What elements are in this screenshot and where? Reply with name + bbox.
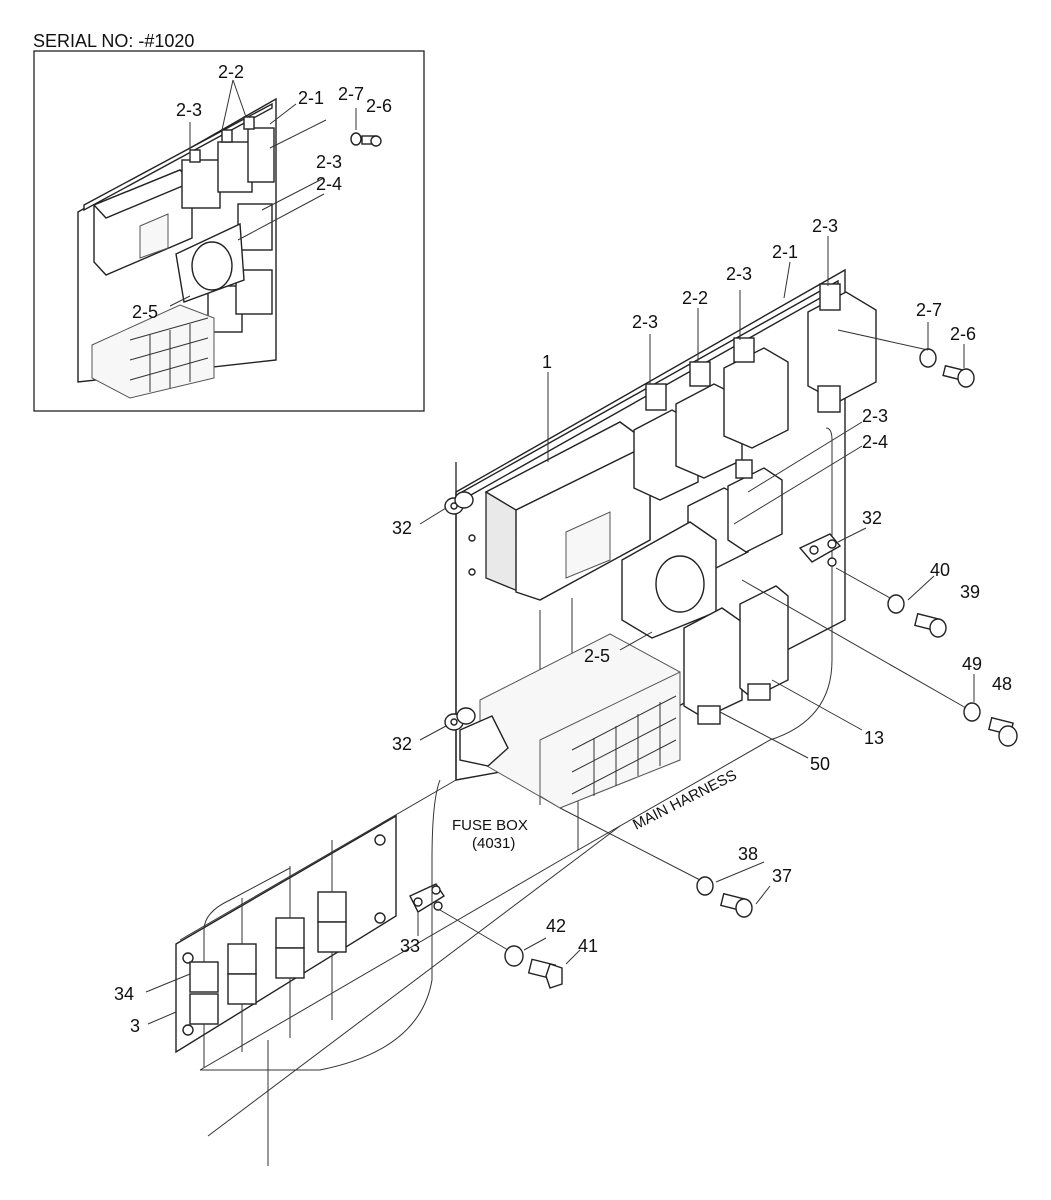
inset-callout-2-2: 2-2	[218, 62, 244, 82]
washer-2-7	[919, 348, 937, 368]
callout-32-right: 32	[862, 508, 882, 528]
fuse-box-label: FUSE BOX	[452, 817, 528, 834]
relay-c	[723, 347, 789, 449]
inset-callout-2-3-second: 2-3	[316, 152, 342, 172]
washer-49	[963, 702, 981, 722]
callout-2-3-c: 2-3	[632, 312, 658, 332]
screw-2-6	[942, 364, 975, 388]
serial-number-label: SERIAL NO: -#1020	[33, 31, 194, 51]
inset-callout-2-5: 2-5	[132, 302, 158, 322]
inset-callout-2-3: 2-3	[176, 100, 202, 120]
callout-2-6: 2-6	[950, 324, 976, 344]
screw-48	[987, 716, 1018, 747]
bracket-32-right	[798, 533, 842, 567]
inset-callout-2-1: 2-1	[298, 88, 324, 108]
callout-32-top: 32	[392, 518, 412, 538]
relay-g	[683, 607, 743, 719]
callout-2-3-b: 2-3	[726, 264, 752, 284]
callout-2-3-top: 2-3	[812, 216, 838, 236]
callout-2-1: 2-1	[772, 242, 798, 262]
callout-49: 49	[962, 654, 982, 674]
bolt-41	[527, 958, 563, 989]
inset-assembly	[77, 79, 382, 399]
callout-41: 41	[578, 936, 598, 956]
small-relays	[189, 891, 347, 1025]
main-assembly	[145, 236, 1018, 1166]
inset-callout-2-7: 2-7	[338, 84, 364, 104]
callout-38: 38	[738, 844, 758, 864]
inset-callout-2-4: 2-4	[316, 174, 342, 194]
fuse-box-code: (4031)	[472, 835, 515, 852]
callout-33: 33	[400, 936, 420, 956]
washer-40	[887, 594, 905, 614]
callout-32-bottom: 32	[392, 734, 412, 754]
callout-48: 48	[992, 674, 1012, 694]
callout-40: 40	[930, 560, 950, 580]
inset-frame	[33, 50, 425, 412]
callout-37: 37	[772, 866, 792, 886]
callout-2-5: 2-5	[584, 646, 610, 666]
washer-42	[504, 945, 524, 967]
washer-38	[696, 876, 714, 896]
relay-f	[727, 467, 783, 553]
callout-2-3-d: 2-3	[862, 406, 888, 426]
relay-d	[807, 291, 877, 403]
relay-h	[739, 585, 789, 699]
callout-1: 1	[542, 352, 552, 372]
callout-2-2: 2-2	[682, 288, 708, 308]
callout-13: 13	[864, 728, 884, 748]
bolt-37	[719, 892, 753, 918]
callout-50: 50	[810, 754, 830, 774]
inset-callout-2-6: 2-6	[366, 96, 392, 116]
bracket-32-bottom	[444, 707, 476, 731]
callout-2-4: 2-4	[862, 432, 888, 452]
callout-2-7: 2-7	[916, 300, 942, 320]
main-harness-label: MAIN HARNESS	[630, 767, 739, 834]
callout-39: 39	[960, 582, 980, 602]
callout-3: 3	[130, 1016, 140, 1036]
callout-42: 42	[546, 916, 566, 936]
bracket-32-top	[444, 491, 474, 515]
bracket-33	[409, 883, 445, 913]
callout-34: 34	[114, 984, 134, 1004]
bolt-39	[913, 612, 947, 638]
inset-callouts: 2-2 2-3 2-1 2-7 2-6 2-3 2-4 2-5	[132, 62, 392, 322]
main-callouts: 2-3 2-1 2-3 2-2 2-3 2-7 2-6 1 2-3 2-4 32…	[114, 216, 1012, 1036]
